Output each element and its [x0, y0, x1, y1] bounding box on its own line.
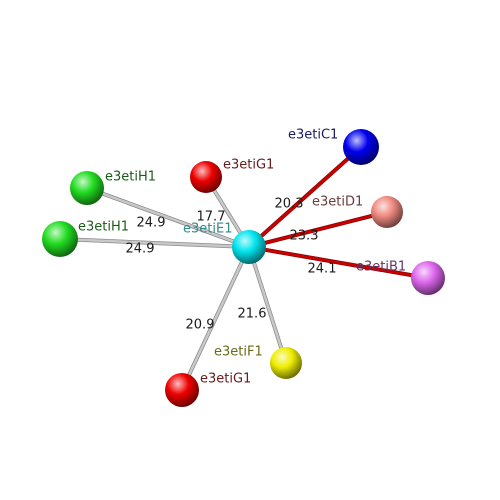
atom-d1 — [371, 196, 403, 228]
atom-center — [232, 230, 266, 264]
distance-label-h1a: 24.9 — [137, 216, 166, 231]
atom-label-center: e3etiE1 — [183, 222, 232, 237]
distance-label-g1a: 17.7 — [197, 210, 226, 225]
atom-f1 — [270, 347, 302, 379]
bond-f1 — [247, 245, 288, 365]
bonds-layer — [58, 145, 430, 392]
distance-label-c1: 20.3 — [275, 197, 304, 212]
atom-label-g1b: e3etiG1 — [200, 372, 251, 387]
atom-label-c1: e3etiC1 — [288, 128, 338, 143]
atom-h1a — [70, 171, 104, 205]
atom-label-f1: e3etiF1 — [214, 345, 263, 360]
bond-g1b — [180, 245, 251, 392]
distance-label-b1: 24.1 — [308, 262, 337, 277]
distance-label-g1b: 20.9 — [186, 318, 215, 333]
atom-labels-layer: e3etiC1 e3etiD1 e3etiB1 e3etiF1 e3etiG1 e3eti… — [78, 128, 406, 387]
atom-b1 — [411, 261, 445, 295]
atom-label-d1: e3etiD1 — [312, 195, 363, 210]
bond-h1a — [85, 186, 251, 249]
atom-c1 — [343, 129, 379, 165]
bond-c1 — [247, 145, 363, 249]
atom-label-h1a: e3etiH1 — [105, 170, 156, 185]
distance-labels-layer: 20.3 23.3 24.1 21.6 20.9 24.9 24.9 17.7 — [126, 197, 337, 333]
bond-d1 — [247, 210, 389, 249]
atom-g1a — [190, 161, 222, 193]
atoms-layer — [42, 129, 445, 407]
bond-b1 — [247, 245, 430, 280]
distance-label-d1: 23.3 — [290, 229, 319, 244]
atom-g1b — [165, 373, 199, 407]
bond-h1b — [58, 237, 251, 249]
atom-label-g1a: e3etiG1 — [223, 158, 274, 173]
atom-h1b — [42, 221, 78, 257]
atom-label-h1b: e3etiH1 — [78, 220, 129, 235]
atom-label-b1: e3etiB1 — [356, 260, 406, 275]
distance-label-h1b: 24.9 — [126, 242, 155, 257]
distance-label-f1: 21.6 — [238, 307, 267, 322]
